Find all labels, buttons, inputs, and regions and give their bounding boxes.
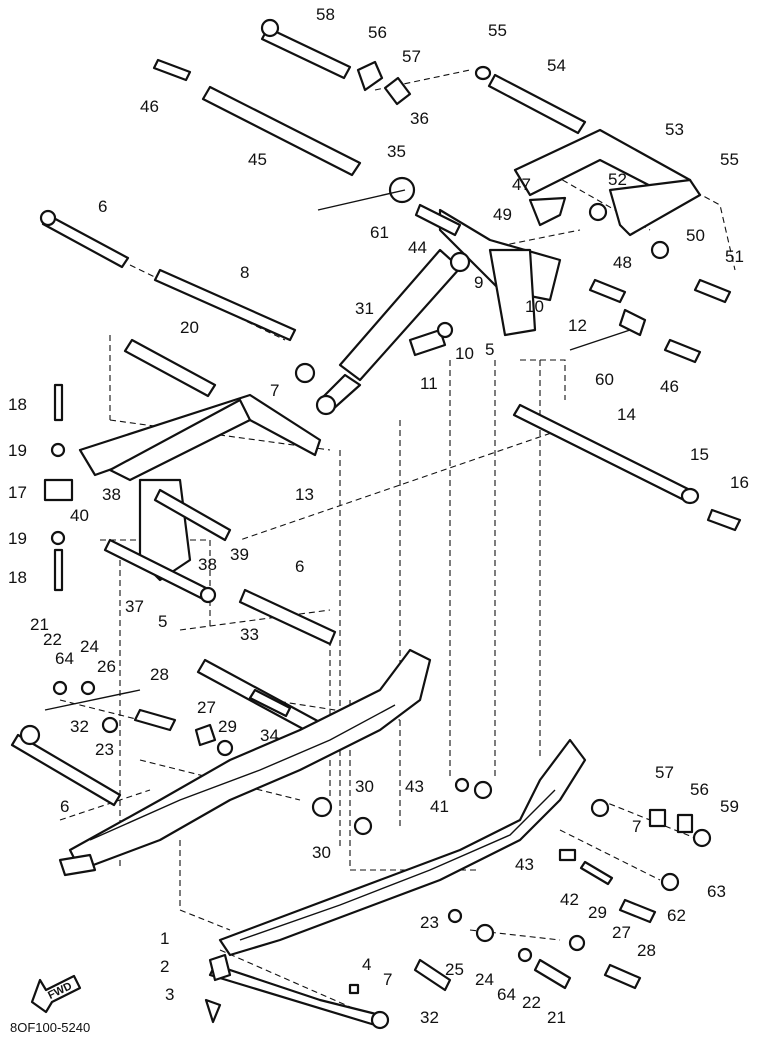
callout-34: 34: [260, 726, 279, 745]
callout-62: 62: [667, 906, 686, 925]
callout-55a: 55: [488, 21, 507, 40]
callout-6b: 6: [295, 557, 304, 576]
callout-1: 1: [160, 929, 169, 948]
callout-30a: 30: [312, 843, 331, 862]
callout-23b: 23: [420, 913, 439, 932]
callout-29a: 29: [218, 717, 237, 736]
callout-6c: 6: [60, 797, 69, 816]
callout-19a: 19: [8, 441, 27, 460]
callouts: 1 2 3 4 5 5 5 6 6 6 7 7 7 8 9 10 10 11 1…: [8, 5, 749, 1027]
callout-29b: 29: [588, 903, 607, 922]
callout-7c: 7: [383, 970, 392, 989]
callout-32b: 32: [420, 1008, 439, 1027]
callout-13: 13: [295, 485, 314, 504]
callout-8: 8: [240, 263, 249, 282]
callout-17: 17: [8, 483, 27, 502]
callout-22b: 22: [522, 993, 541, 1012]
right-rail: [208, 738, 712, 1030]
callout-16: 16: [730, 473, 749, 492]
callout-21a: 21: [30, 615, 49, 634]
drawing-code: 8OF100-5240: [10, 1020, 90, 1035]
fwd-arrow: FWD: [30, 974, 82, 1014]
callout-46a: 46: [140, 97, 159, 116]
callout-3: 3: [165, 985, 174, 1004]
callout-30b: 30: [355, 777, 374, 796]
callout-58: 58: [316, 5, 335, 24]
callout-64b: 64: [497, 985, 516, 1004]
callout-20: 20: [180, 318, 199, 337]
callout-47: 47: [512, 175, 531, 194]
callout-57b: 57: [655, 763, 674, 782]
callout-26: 26: [97, 657, 116, 676]
callout-4: 4: [362, 955, 371, 974]
callout-12: 12: [568, 316, 587, 335]
callout-39: 39: [230, 545, 249, 564]
callout-18a: 18: [8, 395, 27, 414]
callout-38b: 38: [198, 555, 217, 574]
callout-10a: 10: [525, 297, 544, 316]
left-rail: [10, 648, 432, 877]
callout-61: 61: [370, 223, 389, 242]
callout-6a: 6: [98, 197, 107, 216]
callout-18b: 18: [8, 568, 27, 587]
callout-60: 60: [595, 370, 614, 389]
callout-63: 63: [707, 882, 726, 901]
callout-48: 48: [613, 253, 632, 272]
callout-56a: 56: [368, 23, 387, 42]
callout-38a: 38: [102, 485, 121, 504]
callout-24b: 24: [475, 970, 494, 989]
callout-50: 50: [686, 226, 705, 245]
small-fasteners: [52, 680, 614, 1024]
callout-55b: 55: [720, 150, 739, 169]
callout-11: 11: [420, 374, 438, 393]
callout-44: 44: [408, 238, 427, 257]
callout-2: 2: [160, 957, 169, 976]
callout-9: 9: [474, 273, 483, 292]
callout-31: 31: [355, 299, 374, 318]
callout-27a: 27: [197, 698, 216, 717]
callout-19b: 19: [8, 529, 27, 548]
callout-43a: 43: [405, 777, 424, 796]
callout-10b: 10: [455, 344, 474, 363]
callout-64a: 64: [55, 649, 74, 668]
rocker-arm: [317, 128, 732, 364]
callout-25: 25: [445, 960, 464, 979]
callout-7b: 7: [632, 817, 641, 836]
callout-46b: 46: [660, 377, 679, 396]
callout-51: 51: [725, 247, 744, 266]
callout-40: 40: [70, 506, 89, 525]
upper-hardware: [39, 18, 587, 398]
callout-52: 52: [608, 170, 627, 189]
callout-43b: 43: [515, 855, 534, 874]
callout-54: 54: [547, 56, 566, 75]
callout-53: 53: [665, 120, 684, 139]
callout-59: 59: [720, 797, 739, 816]
callout-45: 45: [248, 150, 267, 169]
callout-28a: 28: [150, 665, 169, 684]
callout-32a: 32: [70, 717, 89, 736]
callout-35: 35: [387, 142, 406, 161]
callout-33: 33: [240, 625, 259, 644]
callout-42: 42: [560, 890, 579, 909]
callout-37: 37: [125, 597, 144, 616]
callout-15: 15: [690, 445, 709, 464]
callout-14: 14: [617, 405, 636, 424]
lower-arm: [43, 383, 742, 604]
callout-7a: 7: [270, 381, 279, 400]
callout-49: 49: [493, 205, 512, 224]
callout-5b: 5: [158, 612, 167, 631]
callout-28b: 28: [637, 941, 656, 960]
callout-24a: 24: [80, 637, 99, 656]
callout-56b: 56: [690, 780, 709, 799]
callout-27b: 27: [612, 923, 631, 942]
shock-absorber: [315, 248, 471, 416]
callout-5a: 5: [485, 340, 494, 359]
callout-41: 41: [430, 797, 449, 816]
callout-22a: 22: [43, 630, 62, 649]
callout-21b: 21: [547, 1008, 566, 1027]
callout-23a: 23: [95, 740, 114, 759]
callout-57a: 57: [402, 47, 421, 66]
callout-36: 36: [410, 109, 429, 128]
